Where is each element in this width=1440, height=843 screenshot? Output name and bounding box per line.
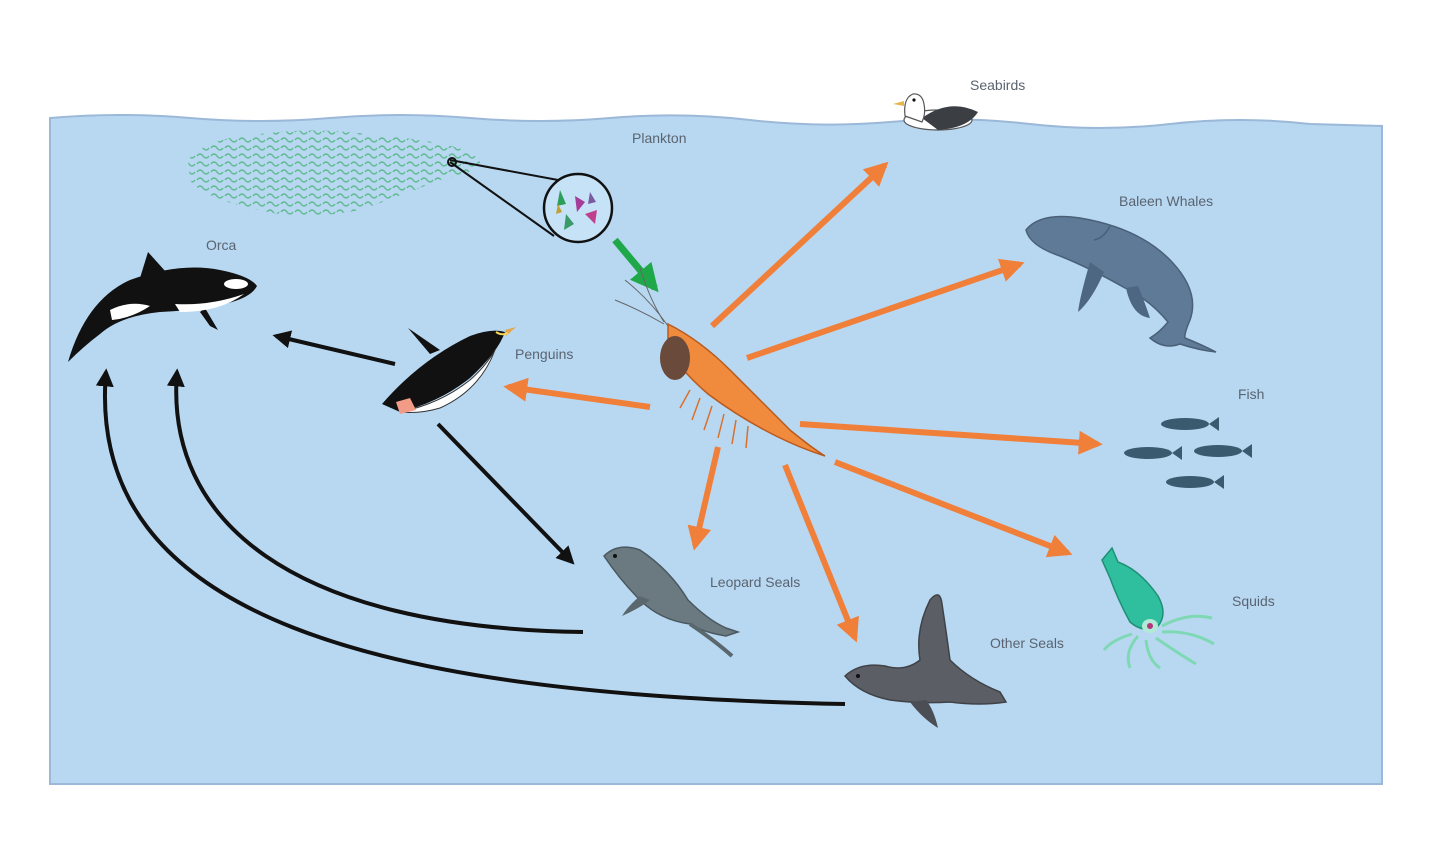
krill-arrows xyxy=(503,161,1103,643)
predator-arrows xyxy=(95,330,846,706)
leopard-seal-icon xyxy=(603,546,741,658)
plankton-cloud xyxy=(188,130,480,216)
whale-icon xyxy=(1025,215,1217,353)
arrow-krill-to-other-seals xyxy=(782,463,859,643)
label-leopard-seals: Leopard Seals xyxy=(710,574,800,590)
arrow-other-seals-to-orca xyxy=(95,368,846,706)
magnifier-icon xyxy=(447,157,614,244)
seabird-icon xyxy=(893,93,978,131)
fish-icon xyxy=(1194,444,1252,458)
squid-icon xyxy=(1101,546,1215,670)
label-baleen-whales: Baleen Whales xyxy=(1119,193,1213,209)
arrow-krill-to-squids xyxy=(833,459,1073,558)
krill-icon xyxy=(614,267,826,457)
label-fish: Fish xyxy=(1238,386,1264,402)
label-seabirds: Seabirds xyxy=(970,77,1025,93)
arrow-krill-to-penguins xyxy=(503,377,651,410)
label-other-seals: Other Seals xyxy=(990,635,1064,651)
fish-school xyxy=(1124,417,1252,489)
label-plankton: Plankton xyxy=(632,130,686,146)
penguin-icon xyxy=(382,327,516,414)
arrow-penguins-to-leopard-seals xyxy=(436,422,575,565)
arrow-krill-to-fish xyxy=(799,421,1103,455)
label-orca: Orca xyxy=(206,237,237,253)
fish-icon xyxy=(1124,446,1182,460)
orca-icon xyxy=(68,252,257,362)
fish-icon xyxy=(1161,417,1219,431)
arrow-penguins-to-orca xyxy=(272,330,396,366)
label-squids: Squids xyxy=(1232,593,1275,609)
arrow-plankton-to-krill xyxy=(612,237,659,293)
seal-icon xyxy=(843,594,1008,728)
arrow-leopard-seals-to-orca xyxy=(166,368,584,634)
arrow-krill-to-baleen-whales xyxy=(746,258,1025,361)
fish-icon xyxy=(1166,475,1224,489)
label-penguins: Penguins xyxy=(515,346,573,362)
arrow-krill-to-seabirds xyxy=(709,161,889,329)
arrow-krill-to-leopard-seals xyxy=(687,446,721,551)
